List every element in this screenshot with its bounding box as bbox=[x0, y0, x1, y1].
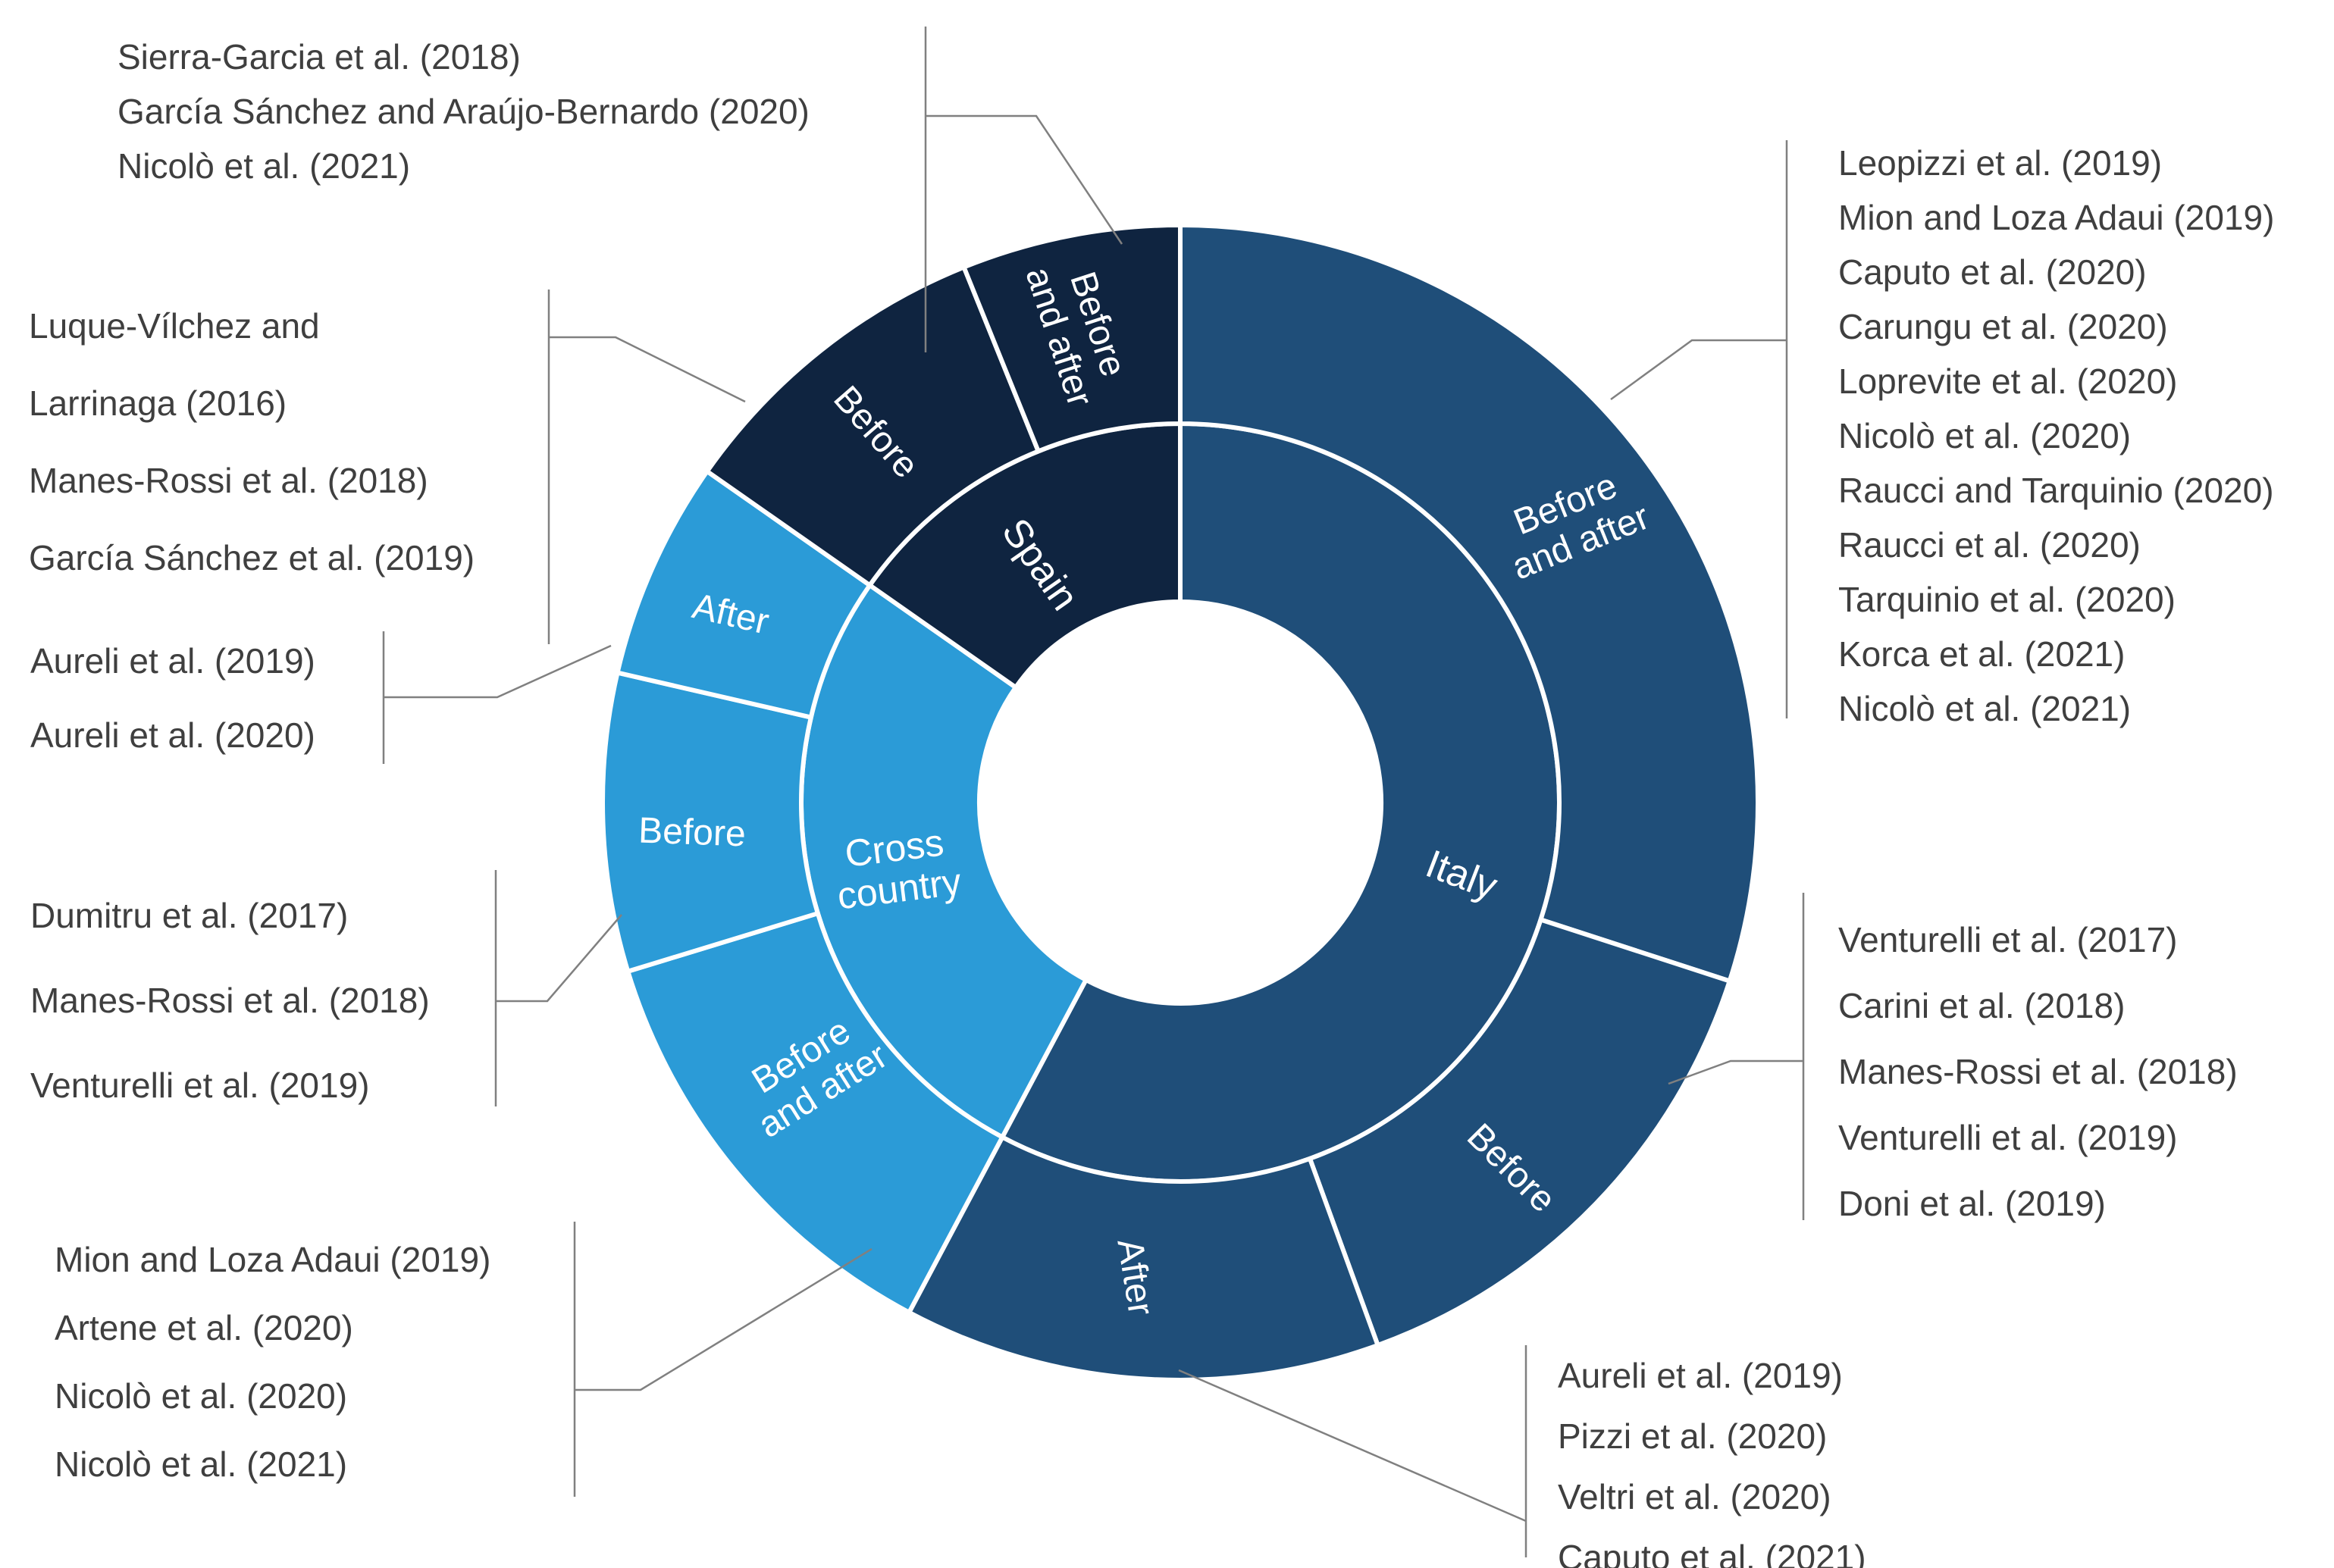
italy-after-studies-citation: Pizzi et al. (2020) bbox=[1558, 1416, 1827, 1456]
italy-after-studies-leader-line bbox=[1178, 1369, 1527, 1523]
italy-before-studies-citation: Venturelli et al. (2019) bbox=[1838, 1118, 2178, 1157]
cross-after-studies-leader-line bbox=[384, 644, 612, 699]
cross-before-label: Before bbox=[638, 810, 746, 854]
sector-italy-after bbox=[907, 1135, 1380, 1382]
sector-cross-country-before-and-after bbox=[625, 911, 1005, 1315]
italy-before-after-studies-citation: Carungu et al. (2020) bbox=[1838, 307, 2168, 346]
cross-before-after-studies-citation: Artene et al. (2020) bbox=[55, 1308, 353, 1347]
cross-before-studies-citation: Manes-Rossi et al. (2018) bbox=[30, 981, 430, 1020]
italy-before-after-studies-citation: Nicolò et al. (2021) bbox=[1838, 689, 2131, 728]
cross-before-after-studies-citation: Nicolò et al. (2020) bbox=[55, 1376, 347, 1416]
spain-before-after-studies-citation: Nicolò et al. (2021) bbox=[117, 146, 410, 186]
sector-spain-before-and-after bbox=[961, 223, 1183, 454]
cross-before-after-studies-citation: Nicolò et al. (2021) bbox=[55, 1444, 347, 1484]
italy-before-after-studies-citation: Leopizzi et al. (2019) bbox=[1838, 143, 2162, 183]
cross-before-studies-citation: Venturelli et al. (2019) bbox=[30, 1066, 370, 1105]
italy-before-studies-leader-line bbox=[1668, 1059, 1803, 1085]
italy-after-studies-citation: Caputo et al. (2021) bbox=[1558, 1538, 1866, 1568]
italy-before-studies-citation: Venturelli et al. (2017) bbox=[1838, 920, 2178, 959]
spain-before-after-studies-leader-line bbox=[926, 114, 1123, 245]
italy-after-studies-citation: Veltri et al. (2020) bbox=[1558, 1477, 1831, 1516]
italy-before-studies-citation: Manes-Rossi et al. (2018) bbox=[1838, 1052, 2238, 1091]
italy-before-after-studies-citation: Mion and Loza Adaui (2019) bbox=[1838, 198, 2274, 237]
spain-before-studies-citation: Luque-Vílchez and bbox=[29, 306, 320, 346]
italy-before-after-studies-citation: Raucci and Tarquinio (2020) bbox=[1838, 471, 2274, 510]
spain-before-studies-citation: García Sánchez et al. (2019) bbox=[29, 538, 475, 577]
spain-before-after-studies-citation: Sierra-Garcia et al. (2018) bbox=[117, 37, 521, 77]
cross-before-after-studies-leader-line bbox=[575, 1247, 873, 1391]
italy-before-after-studies-leader-line bbox=[1610, 339, 1787, 401]
cross-after-studies-citation: Aureli et al. (2019) bbox=[30, 641, 315, 681]
italy-after-studies-citation: Aureli et al. (2019) bbox=[1558, 1356, 1843, 1395]
italy-before-after-studies-citation: Caputo et al. (2020) bbox=[1838, 252, 2147, 292]
italy-before-after-studies-citation: Tarquinio et al. (2020) bbox=[1838, 580, 2176, 619]
sector-italy-before-and-after bbox=[1178, 223, 1760, 984]
italy-before-after-studies-citation: Korca et al. (2021) bbox=[1838, 634, 2125, 674]
sector-italy-before bbox=[1308, 917, 1732, 1348]
italy-before-after-studies-citation: Nicolò et al. (2020) bbox=[1838, 416, 2131, 455]
spain-before-studies-leader-line bbox=[549, 336, 746, 403]
italy-before-after-studies-citation: Loprevite et al. (2020) bbox=[1838, 361, 2178, 401]
spain-before-after-studies-citation: García Sánchez and Araújo-Bernardo (2020… bbox=[117, 92, 810, 131]
spain-before-studies-citation: Larrinaga (2016) bbox=[29, 383, 287, 423]
cross-after-studies-citation: Aureli et al. (2020) bbox=[30, 715, 315, 755]
spain-before-studies-citation: Manes-Rossi et al. (2018) bbox=[29, 461, 428, 500]
italy-before-studies-citation: Doni et al. (2019) bbox=[1838, 1184, 2106, 1223]
cross-before-after-studies-citation: Mion and Loza Adaui (2019) bbox=[55, 1240, 490, 1279]
italy-before-after-studies-citation: Raucci et al. (2020) bbox=[1838, 525, 2141, 565]
cross-before-studies-citation: Dumitru et al. (2017) bbox=[30, 896, 348, 935]
cross-before-label-line: Before bbox=[638, 810, 746, 854]
cross-before-studies-leader-line bbox=[496, 914, 622, 1003]
italy-before-studies-citation: Carini et al. (2018) bbox=[1838, 986, 2125, 1025]
